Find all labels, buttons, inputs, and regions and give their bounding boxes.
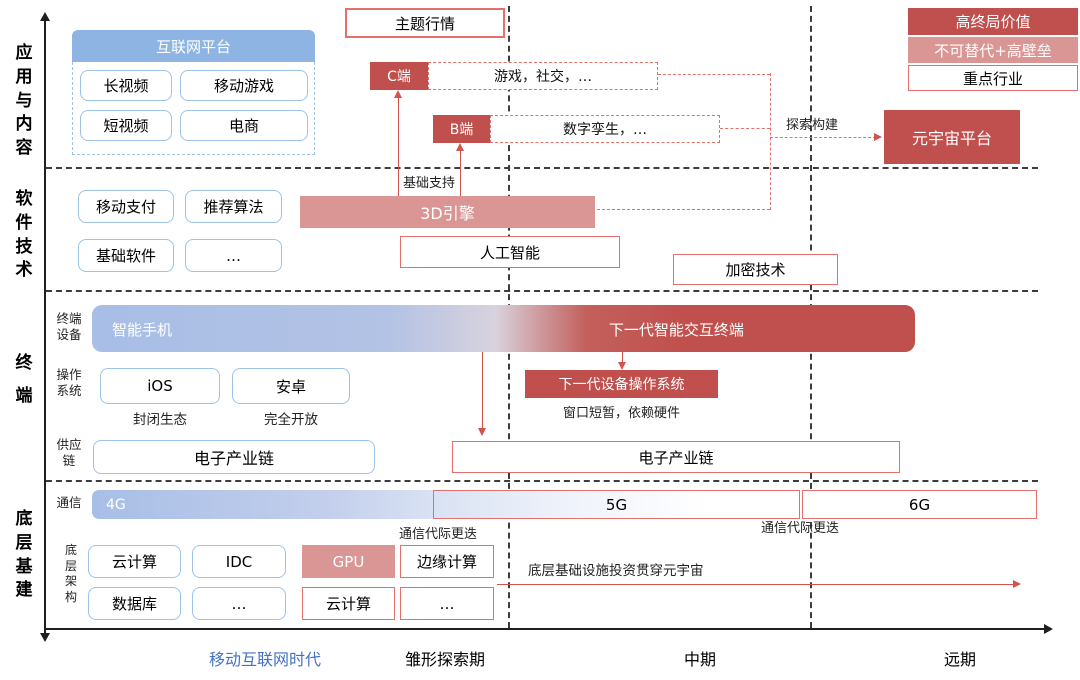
box-gpu: GPU xyxy=(302,545,395,578)
android-note: 完全开放 xyxy=(264,412,318,428)
gen-update-label-left: 通信代际更迭 xyxy=(398,527,477,542)
legend-key-industry: 重点行业 xyxy=(908,65,1078,91)
arrow-bar-to-os-line xyxy=(622,352,623,363)
box-cloud-new: 云计算 xyxy=(302,587,395,620)
connector-arrow-line xyxy=(770,137,876,138)
item-ecommerce: 电商 xyxy=(180,110,308,141)
base-support-label: 基础支持 xyxy=(402,176,455,191)
b-side-tag: B端 xyxy=(433,115,490,143)
arrow-engine-to-c-line xyxy=(398,96,399,196)
arrow-bar-to-os-head-icon xyxy=(618,362,626,370)
bar-6g: 6G xyxy=(802,490,1037,519)
legend-endgame-value: 高终局价值 xyxy=(908,8,1078,35)
electronics-chain-old-box: 电子产业链 xyxy=(93,440,375,474)
android-box: 安卓 xyxy=(232,368,350,404)
timeline-mid-term: 中期 xyxy=(683,650,716,669)
box-infra-more-new: … xyxy=(400,587,494,620)
arrow-bar-to-chain-line xyxy=(482,352,483,429)
y-axis-line xyxy=(44,20,46,634)
internet-platform-group xyxy=(72,62,315,155)
y-axis-top-arrow-icon xyxy=(40,12,50,21)
item-long-video: 长视频 xyxy=(80,70,172,101)
connector-c-h xyxy=(658,74,770,75)
internet-platform-header: 互联网平台 xyxy=(72,30,315,62)
box-recommendation: 推荐算法 xyxy=(185,190,282,223)
terminal-evolution-bar: 智能手机 下一代智能交互终端 xyxy=(92,305,915,352)
x-axis-line xyxy=(44,628,1046,630)
ios-note: 封闭生态 xyxy=(133,412,187,428)
sublabel-comm: 通信 xyxy=(56,495,82,510)
row-divider-2 xyxy=(46,290,1038,292)
next-os-box: 下一代设备操作系统 xyxy=(525,370,718,398)
row-divider-3 xyxy=(46,480,1038,482)
box-cloud-old: 云计算 xyxy=(88,545,181,578)
invest-through-label: 底层基础设施投资贯穿元宇宙 xyxy=(528,563,704,579)
box-infra-more-old: … xyxy=(192,587,286,620)
arrow-engine-to-c-head-icon xyxy=(394,90,402,98)
connector-vertical xyxy=(770,73,771,210)
legend-irreplaceable: 不可替代+高壁垒 xyxy=(908,37,1078,63)
connector-engine-h xyxy=(597,209,770,210)
box-software-more: … xyxy=(185,239,282,272)
metaverse-platform-box: 元宇宙平台 xyxy=(884,110,1020,164)
c-side-tag: C端 xyxy=(370,62,428,90)
c-side-apps-box: 游戏，社交，… xyxy=(428,62,658,90)
timeline-long-term: 远期 xyxy=(943,650,976,669)
row-label-software: 软件技术 xyxy=(15,189,33,281)
row-label-infra: 底层基建 xyxy=(15,509,33,601)
y-axis-bottom-arrow-icon xyxy=(40,633,50,642)
connector-b-h xyxy=(720,128,770,129)
box-database: 数据库 xyxy=(88,587,181,620)
timeline-prototype-phase: 雏形探索期 xyxy=(404,650,485,669)
ai-box: 人工智能 xyxy=(400,236,620,268)
ios-box: iOS xyxy=(100,368,220,404)
b-side-apps-box: 数字孪生，… xyxy=(490,115,720,143)
engine-3d-bar: 3D引擎 xyxy=(300,196,595,228)
sublabel-os: 操作系统 xyxy=(56,367,82,399)
timeline-mobile-internet-era: 移动互联网时代 xyxy=(208,650,321,669)
crypto-box: 加密技术 xyxy=(673,254,838,285)
explore-build-label: 探索构建 xyxy=(785,118,838,133)
sublabel-device: 终端设备 xyxy=(56,311,82,343)
item-short-video: 短视频 xyxy=(80,110,172,141)
x-axis-arrow-icon xyxy=(1044,624,1053,634)
arrow-bar-to-chain-head-icon xyxy=(478,428,486,436)
sublabel-arch: 底层架构 xyxy=(64,543,77,604)
next-os-note: 窗口短暂，依赖硬件 xyxy=(562,406,680,421)
item-mobile-game: 移动游戏 xyxy=(180,70,308,101)
arrow-engine-to-b-head-icon xyxy=(456,143,464,151)
invest-arrow-line xyxy=(497,584,1015,585)
box-edge-computing: 边缘计算 xyxy=(400,545,494,578)
next-terminal-label: 下一代智能交互终端 xyxy=(608,321,744,339)
theme-market-box: 主题行情 xyxy=(345,8,505,38)
bar-5g: 5G xyxy=(433,490,800,519)
sublabel-supply-chain: 供应链 xyxy=(56,437,82,469)
connector-arrowhead-icon xyxy=(874,133,882,141)
box-idc: IDC xyxy=(192,545,286,578)
arrow-engine-to-b-line xyxy=(460,149,461,196)
electronics-chain-new-box: 电子产业链 xyxy=(452,441,900,473)
box-mobile-payment: 移动支付 xyxy=(78,190,174,223)
row-label-apps: 应用与内容 xyxy=(15,43,33,159)
row-divider-1 xyxy=(46,167,1038,169)
bar-4g: 4G xyxy=(92,490,433,519)
box-base-software: 基础软件 xyxy=(78,239,174,272)
smartphone-label: 智能手机 xyxy=(112,321,173,339)
gen-update-label-right: 通信代际更迭 xyxy=(760,521,839,536)
invest-arrowhead-icon xyxy=(1013,580,1021,588)
row-label-terminal: 终端 xyxy=(15,353,33,407)
